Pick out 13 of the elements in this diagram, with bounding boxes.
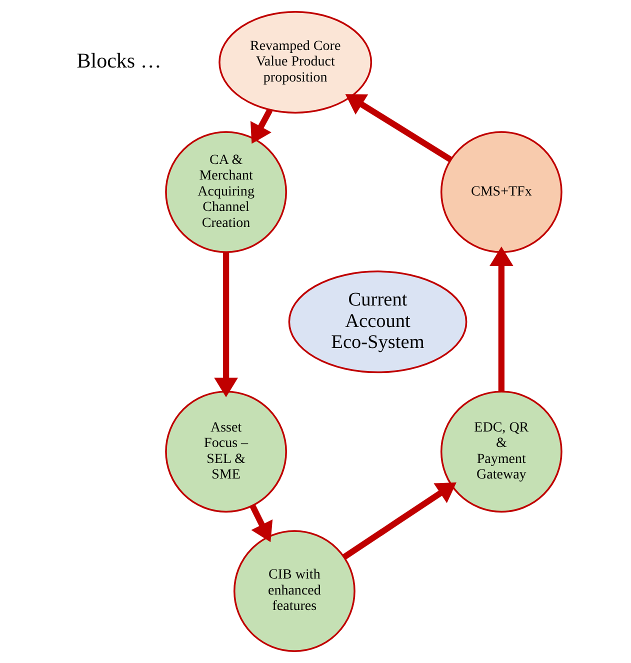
- arrow: [490, 246, 514, 392]
- node-circle: CMS+TFx: [440, 131, 562, 254]
- node-circle: Asset Focus – SEL & SME: [165, 390, 287, 513]
- arrow: [250, 504, 273, 542]
- arrow: [250, 108, 273, 144]
- node-ellipse: Current Account Eco-System: [288, 270, 468, 374]
- node-circle: CIB with enhanced features: [234, 530, 356, 652]
- label: Blocks …: [76, 48, 162, 73]
- arrow: [342, 482, 456, 560]
- node-circle: EDC, QR & Payment Gateway: [440, 390, 562, 513]
- arrow: [345, 94, 452, 162]
- node-circle: CA & Merchant Acquiring Channel Creation: [165, 131, 287, 254]
- arrow: [214, 252, 238, 398]
